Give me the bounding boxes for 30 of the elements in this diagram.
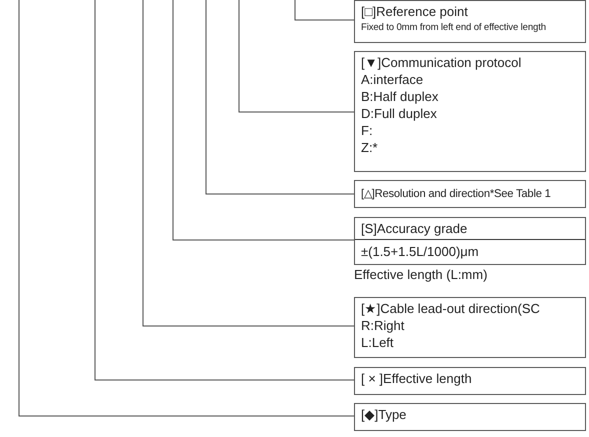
option-text: R:Right <box>361 317 406 334</box>
option-box <box>354 180 586 208</box>
option-text: L:Left <box>361 334 395 351</box>
option-text: B:Half duplex <box>361 88 440 105</box>
option-heading: [★]Cable lead-out direction(SC <box>361 300 541 317</box>
option-heading: [□]Reference point <box>361 3 469 20</box>
leader-line <box>294 0 354 20</box>
option-heading: [△]Resolution and direction*See Table 1 <box>361 187 552 202</box>
option-text: ±(1.5+1.5L/1000)μm <box>355 239 585 260</box>
option-heading: [◆]Type <box>361 406 408 423</box>
leader-line <box>94 0 354 380</box>
option-box <box>354 0 586 43</box>
option-heading: [ × ]Effective length <box>361 370 473 387</box>
option-box <box>354 403 586 431</box>
leader-line <box>18 0 354 416</box>
option-text: Z:* <box>361 139 379 156</box>
leader-line <box>238 0 354 112</box>
option-heading: [▼]Communication protocol <box>361 54 522 71</box>
option-text: Fixed to 0mm from left end of effective length <box>361 21 547 35</box>
option-box <box>354 297 586 358</box>
option-text: A:interface <box>361 71 424 88</box>
note-text: Effective length (L:mm) <box>354 267 488 282</box>
option-heading: [S]Accuracy grade <box>361 220 468 237</box>
option-box <box>354 51 586 172</box>
option-text: D:Full duplex <box>361 105 438 122</box>
leader-line <box>172 0 354 240</box>
option-box <box>354 367 586 395</box>
leader-line <box>142 0 354 326</box>
option-text: F: <box>361 122 374 139</box>
leader-line <box>206 0 354 194</box>
